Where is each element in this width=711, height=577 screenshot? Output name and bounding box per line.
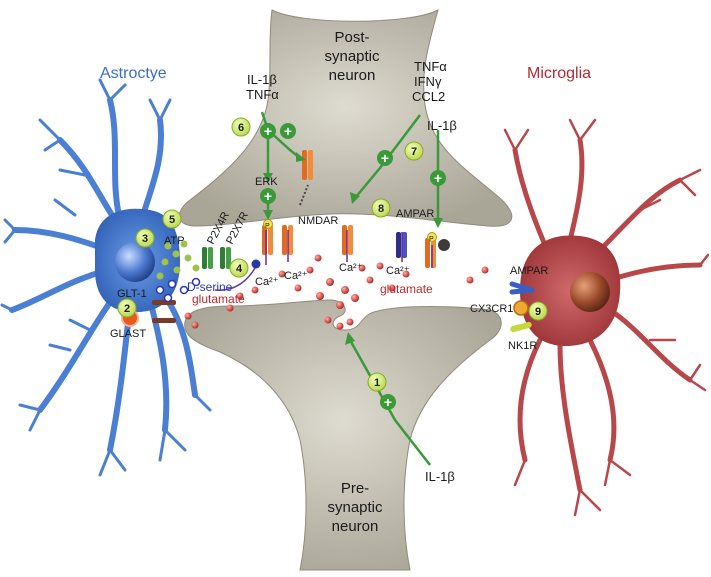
label-cx3cr1: CX3CR1 [470,303,513,315]
step-badges [117,117,548,392]
presynaptic-neuron-body [184,299,502,571]
p2x-receptors [202,247,231,269]
label-glutamate-left: glutamate [192,292,245,306]
badge-7: 7 [411,146,417,158]
internal-nmdar [302,150,313,180]
astrocyte-title: Astroctye [100,65,167,82]
step-badge-numbers: 1 2 3 4 5 6 7 8 9 [124,122,541,389]
label-ccl2: CCL2 [412,89,445,104]
label-atp: ATP [164,235,185,247]
svg-text:+: + [284,123,292,139]
plus-marker [430,170,446,186]
microglia-nucleus [570,272,610,312]
microglia-title: Microglia [527,65,591,82]
label-erk: ERK [255,176,278,188]
label-ca-3: Ca²⁺ [339,262,363,274]
label-glt1: GLT-1 [117,288,147,300]
label-ampar-top: AMPAR [396,208,434,220]
atp-molecules [156,240,200,280]
label-phospho-2: P [429,236,434,243]
astrocyte-nucleus [115,242,155,282]
label-glast: GLAST [110,328,146,340]
svg-text:synaptic: synaptic [327,499,383,516]
presynaptic-neuron-title: Pre- synaptic neuron [327,480,383,535]
plus-marker [280,123,296,139]
cx3cr1-receptor-icon [513,300,529,316]
label-ca-2: Ca²⁺ [284,270,308,282]
ampar-receptors [396,232,407,258]
calcium-influx-arrows [265,230,433,268]
phospho-tag-icon [427,232,437,242]
svg-text:neuron: neuron [329,67,376,84]
label-ca-4: Ca²⁺ [386,265,410,277]
astrocyte-cell [0,78,212,477]
plus-marker [260,188,276,204]
plus-marker [380,394,396,410]
badge-3: 3 [142,233,148,245]
ampar-bound-icon [438,239,450,251]
label-il1b-bottom: IL-1β [425,469,455,484]
label-il1b-right: IL-1β [427,118,457,133]
svg-text:+: + [264,188,272,204]
label-dserine: D-serine [187,280,233,294]
postsynaptic-neuron-title: Post- synaptic neuron [324,29,380,84]
label-tnfa: TNFα [414,59,447,74]
trafficking-arrow [299,184,309,206]
postsynaptic-neuron-body [179,9,513,227]
plus-marker [377,150,393,166]
label-nk1r: NK1R [508,340,537,352]
arrow-heads [263,152,443,345]
badge-4: 4 [236,263,243,275]
plus-marker [260,123,276,139]
microglia-ampar [509,281,535,295]
badge-5: 5 [169,214,175,226]
label-il1b-top: IL-1β [247,72,277,87]
plus-glyphs: + + + + + + [264,123,442,410]
label-ampar-microglia: AMPAR [510,265,548,277]
svg-text:Pre-: Pre- [341,480,369,497]
label-glutamate-right: glutamate [380,282,433,296]
svg-text:+: + [384,394,392,410]
label-ca-1: Ca²⁺ [255,276,279,288]
label-tnfa-top: TNFα [246,87,279,102]
svg-text:+: + [434,170,442,186]
svg-text:+: + [264,123,272,139]
badge-9: 9 [535,306,541,318]
microglia-cell [503,118,710,517]
badge-6: 6 [238,122,244,134]
badge-2: 2 [124,303,130,315]
label-phospho: P [265,223,270,230]
label-ifng: IFNγ [414,74,442,89]
nk1r-receptor-icon [510,321,532,333]
badge-8: 8 [378,203,384,215]
svg-text:neuron: neuron [332,518,379,535]
glutamate-vesicles [184,254,489,330]
label-nmdar: NMDAR [298,215,338,227]
nmdar-receptors [262,225,436,268]
activation-markers [260,123,446,410]
badge-1: 1 [374,377,380,389]
svg-text:+: + [381,150,389,166]
svg-text:synaptic: synaptic [324,48,380,65]
dserine-molecules [155,277,201,303]
dserine-bound-icon [251,259,261,269]
svg-text:Post-: Post- [334,29,369,46]
